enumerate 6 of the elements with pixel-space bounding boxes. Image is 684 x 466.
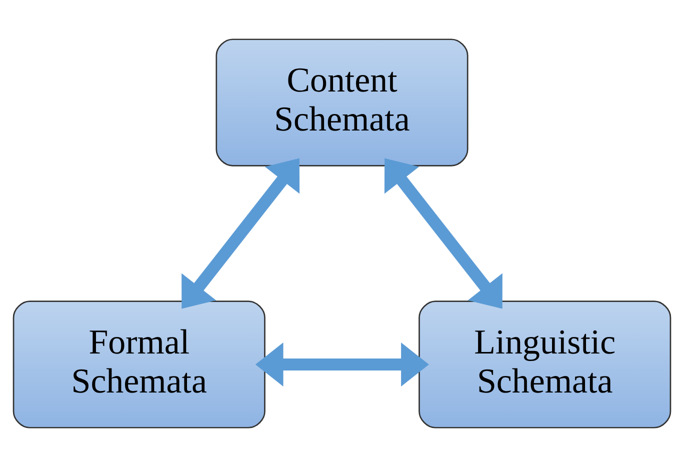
arrow <box>255 342 429 386</box>
node-box: Formal Schemata <box>12 300 266 428</box>
node-box: Content Schemata <box>216 38 468 166</box>
node-box: Linguistic Schemata <box>418 300 672 428</box>
arrow <box>182 158 300 308</box>
arrow <box>384 158 502 308</box>
